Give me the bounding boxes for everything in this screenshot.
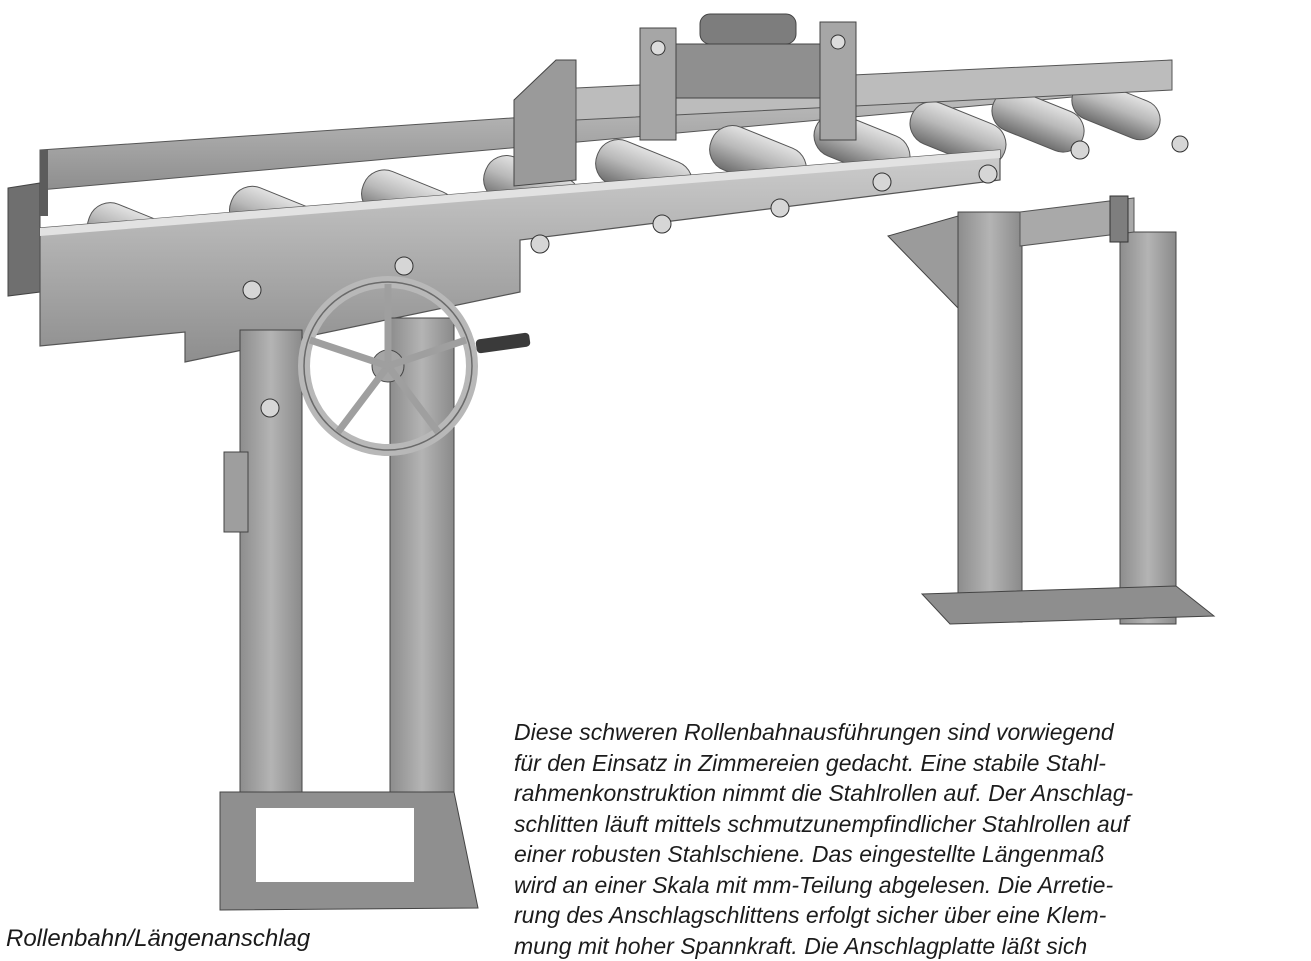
description-line: wird an einer Skala mit mm-Teilung abgel… <box>514 870 1304 901</box>
description-line: rahmenkonstruktion nimmt die Stahlrollen… <box>514 778 1304 809</box>
description-line: rung des Anschlagschlittens erfolgt sich… <box>514 900 1304 931</box>
description-line: mung mit hoher Spannkraft. Die Anschlagp… <box>514 931 1304 961</box>
description-line: für den Einsatz in Zimmereien gedacht. E… <box>514 748 1304 779</box>
figure-caption: Rollenbahn/Längenanschlag <box>6 925 310 953</box>
description-text: Diese schweren Rollenbahnausführungen si… <box>514 717 1308 961</box>
right-leg <box>888 196 1214 624</box>
description-line: einer robusten Stahlschiene. Das eingest… <box>514 839 1304 870</box>
description-line: schlitten läuft mittels schmutzunempfind… <box>514 809 1304 840</box>
description-line: Diese schweren Rollenbahnausführungen si… <box>514 717 1304 748</box>
left-leg <box>220 318 478 910</box>
